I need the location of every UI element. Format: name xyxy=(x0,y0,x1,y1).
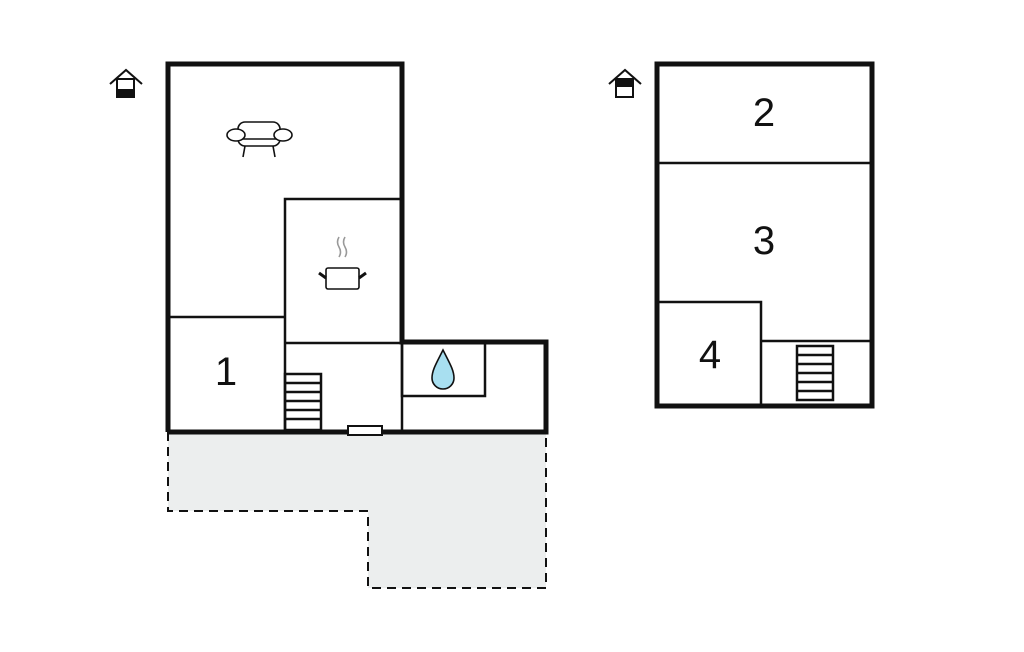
house-ground-floor-icon xyxy=(109,68,143,98)
stairs-icon xyxy=(283,372,323,432)
cooking-pot-icon xyxy=(318,236,367,290)
room-label-3: 3 xyxy=(753,219,775,263)
shower-area xyxy=(400,340,487,398)
outer-wall xyxy=(654,61,875,409)
terrace xyxy=(167,431,547,589)
kitchen-wall xyxy=(283,197,402,432)
room-label-4: 4 xyxy=(699,333,721,377)
house-upper-floor-icon xyxy=(608,68,642,98)
upper-floor-plan: 2 3 4 xyxy=(608,61,875,409)
water-drop-icon xyxy=(431,348,455,390)
ground-floor-plan: 1 xyxy=(109,61,549,436)
room-label-1: 1 xyxy=(215,350,237,394)
stairs-icon xyxy=(795,344,835,402)
room-4-wall xyxy=(657,300,763,406)
room-label-2: 2 xyxy=(753,91,775,135)
sofa-icon xyxy=(226,121,293,158)
entrance-door xyxy=(347,425,383,436)
